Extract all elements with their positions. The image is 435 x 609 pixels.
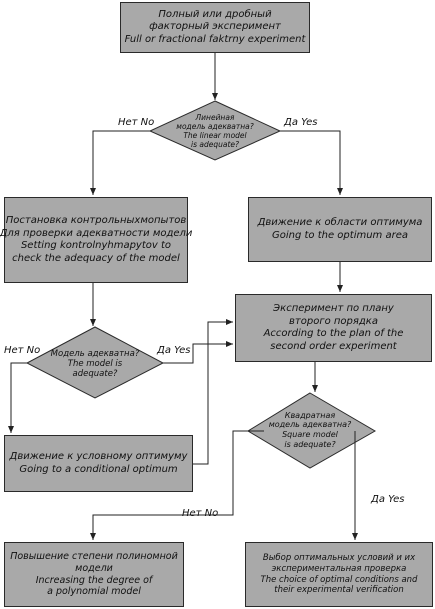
control-tests-box: Постановка контрольныхмопытов Для провер… bbox=[0, 197, 192, 283]
decision-square-text: Квадратная модель адекватна? Square mode… bbox=[265, 408, 355, 452]
decision-linear-line-2: модель адекватна? bbox=[176, 122, 254, 131]
start-box: Полный или дробный факторный эксперимент… bbox=[120, 2, 310, 53]
decision-square-line-4: is adequate? bbox=[284, 439, 336, 449]
decision-model-line-3: adequate? bbox=[72, 369, 118, 380]
decision-linear-line-3: The linear model bbox=[183, 131, 247, 140]
increase-degree-box: Повышение степени полиномной модели Incr… bbox=[4, 542, 184, 607]
optimum-motion-box: Движение к области оптимума Going to the… bbox=[248, 197, 432, 262]
increase-degree-line-2: модели bbox=[75, 562, 113, 574]
decision-square-line-2: модель адекватна? bbox=[268, 420, 352, 430]
decision-linear-line-1: Линейная bbox=[195, 113, 235, 122]
label-square-yes: Да Yes bbox=[371, 494, 405, 505]
conditional-optimum-box: Движение к условному оптимуму Going to a… bbox=[4, 435, 193, 492]
increase-degree-line-3: Increasing the degree of bbox=[35, 574, 153, 586]
edge-square-no bbox=[90, 430, 264, 540]
decision-model-shape bbox=[25, 326, 165, 399]
conditional-optimum-line-1: Движение к условному оптимуму bbox=[9, 451, 188, 462]
decision-model-text: Модель адекватна? The model is adequate? bbox=[45, 345, 145, 383]
start-line-3: Full or fractional faktrny experiment bbox=[124, 33, 306, 45]
optimal-conditions-line-2: экспериментальная проверка bbox=[271, 563, 407, 574]
decision-square-line-1: Квадратная bbox=[284, 410, 336, 420]
second-order-line-1: Эксперимент по плану bbox=[273, 303, 394, 314]
control-tests-line-4: check the adequacy of the model bbox=[12, 252, 180, 264]
second-order-line-3: According to the plan of the bbox=[263, 328, 404, 339]
edge-linear-yes bbox=[280, 130, 343, 195]
optimum-motion-line-2: Going to the optimum area bbox=[271, 229, 408, 241]
edge-conditional-to-second bbox=[193, 319, 233, 465]
optimal-conditions-line-3: The choice of optimal conditions and bbox=[260, 574, 418, 585]
decision-linear-text: Линейная модель адекватна? The linear mo… bbox=[170, 110, 260, 152]
second-order-line-2: второго порядка bbox=[289, 315, 378, 327]
decision-linear-shape bbox=[148, 100, 282, 161]
control-tests-line-2: Для проверки адекватности модели bbox=[0, 227, 193, 239]
label-square-no: Нет No bbox=[182, 508, 219, 519]
conditional-optimum-line-2: Going to a conditional optimum bbox=[19, 463, 178, 475]
increase-degree-line-4: a polynomial model bbox=[47, 586, 141, 598]
decision-square-shape bbox=[247, 392, 377, 469]
start-line-1: Полный или дробный bbox=[158, 8, 272, 20]
edge-linear-no bbox=[90, 130, 150, 195]
label-linear-yes: Да Yes bbox=[284, 117, 318, 128]
decision-linear-line-4: is adequate? bbox=[191, 140, 239, 149]
second-order-line-4: second order experiment bbox=[270, 340, 397, 352]
decision-model-line-1: Модель адекватна? bbox=[50, 348, 140, 359]
optimum-motion-line-1: Движение к области оптимума bbox=[257, 217, 423, 228]
control-tests-line-1: Постановка контрольныхмопытов bbox=[5, 215, 187, 226]
start-line-2: факторный эксперимент bbox=[149, 21, 281, 33]
label-model-yes: Да Yes bbox=[157, 345, 191, 356]
label-model-no: Нет No bbox=[4, 345, 41, 356]
edge-model-yes bbox=[163, 341, 233, 364]
optimal-conditions-box: Выбор оптимальных условий и их экспериме… bbox=[245, 542, 433, 607]
increase-degree-line-1: Повышение степени полиномной bbox=[10, 550, 178, 562]
edge-model-no bbox=[8, 362, 27, 433]
decision-model-line-2: The model is bbox=[67, 358, 123, 369]
decision-square-line-3: Square model bbox=[282, 430, 338, 439]
label-linear-no: Нет No bbox=[118, 117, 155, 128]
control-tests-line-3: Setting kontrolnyhmapytov to bbox=[20, 240, 172, 251]
second-order-box: Эксперимент по плану второго порядка Acc… bbox=[235, 294, 432, 362]
optimal-conditions-line-4: their experimental verification bbox=[274, 585, 404, 596]
optimal-conditions-line-1: Выбор оптимальных условий и их bbox=[262, 553, 416, 564]
